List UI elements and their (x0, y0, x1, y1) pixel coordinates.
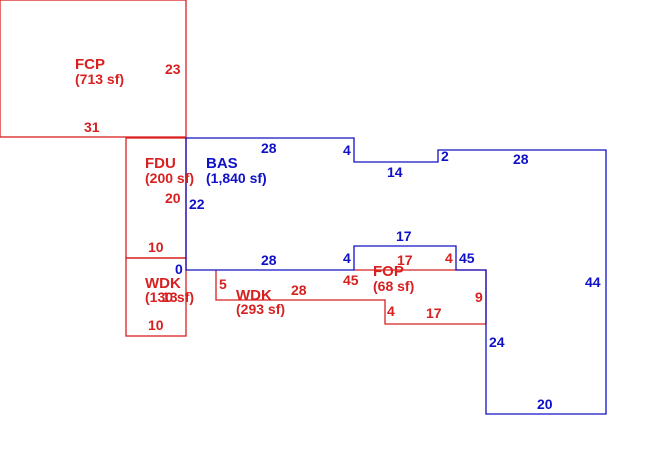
dim-label: 45 (343, 272, 359, 288)
wdk-large-area: (293 sf) (236, 301, 285, 317)
fcp-outline (0, 0, 187, 138)
dim-label: 17 (397, 252, 413, 268)
dim-label: 28 (261, 140, 277, 156)
dim-label: 4 (387, 303, 395, 319)
dim-label: 4 (343, 250, 351, 266)
dim-label: 28 (513, 151, 529, 167)
dim-label: 10 (148, 239, 164, 255)
bas-outline (185, 137, 607, 415)
dim-label: 4 (343, 142, 351, 158)
dim-label: 31 (84, 119, 100, 135)
dim-label: 10 (148, 317, 164, 333)
dim-label: 20 (537, 396, 553, 412)
dim-label: 44 (585, 274, 601, 290)
dim-label: 13 (162, 289, 178, 305)
fcp-area: (713 sf) (75, 71, 124, 87)
dim-label: 28 (291, 282, 307, 298)
fdu-name: FDU (145, 155, 176, 172)
fop-name: FOP (373, 263, 404, 280)
fop-area: (68 sf) (373, 278, 414, 294)
wdk-small-area: (130 sf) (145, 289, 194, 305)
fcp-name: FCP (75, 56, 105, 73)
wdk-large-name: WDK (236, 287, 272, 304)
dim-label: 20 (165, 190, 181, 206)
dim-label: 5 (219, 276, 227, 292)
wdk-small-name: WDK (145, 275, 181, 292)
dim-label: 14 (387, 164, 403, 180)
dim-label: 9 (475, 289, 483, 305)
dim-label: 22 (189, 196, 205, 212)
wdk-large-outline (215, 270, 486, 325)
dim-label: 24 (489, 334, 505, 350)
bas-area: (1,840 sf) (206, 170, 267, 186)
dim-label: 17 (426, 305, 442, 321)
dim-label: 4 (445, 250, 453, 266)
wdk-small-outline (125, 257, 187, 337)
dim-label: 2 (441, 148, 449, 164)
fdu-area: (200 sf) (145, 170, 194, 186)
bas-name: BAS (206, 155, 238, 172)
dim-label: 45 (459, 250, 475, 266)
dim-label: 23 (165, 61, 181, 77)
dim-label: 0 (175, 261, 183, 277)
dim-label: 17 (396, 228, 412, 244)
dim-label: 28 (261, 252, 277, 268)
